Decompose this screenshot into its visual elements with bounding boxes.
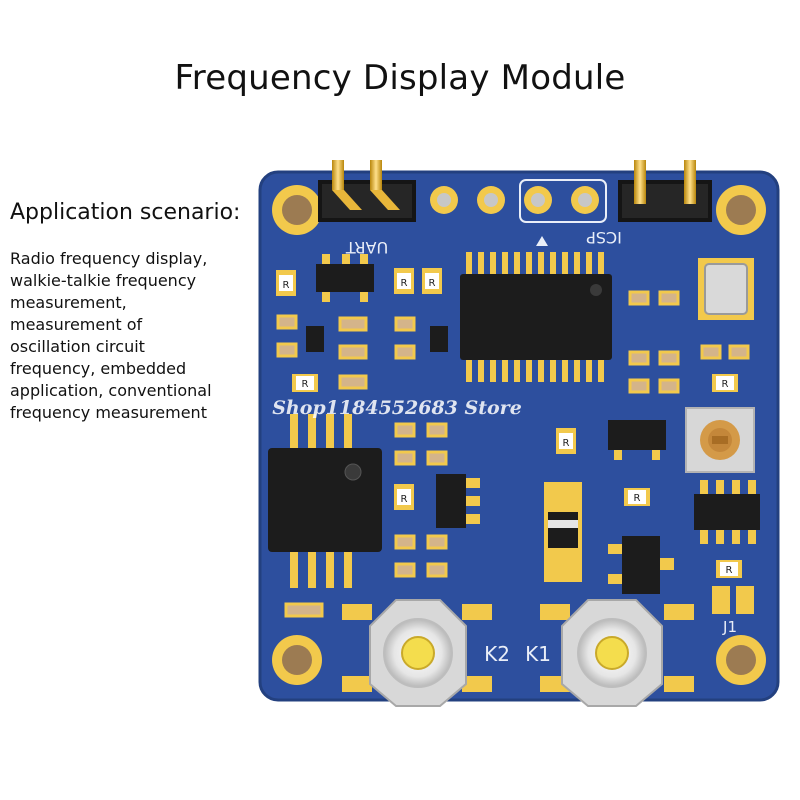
left-ic bbox=[268, 414, 382, 588]
scenario-line: oscillation circuit bbox=[10, 337, 145, 356]
icsp-label: ICSP bbox=[586, 228, 622, 247]
resistor-label: R bbox=[726, 565, 733, 576]
resistor: R bbox=[394, 484, 414, 510]
regulator bbox=[436, 474, 480, 528]
diode bbox=[544, 482, 582, 582]
resistor: R bbox=[276, 270, 296, 296]
scenario-line: measurement, bbox=[10, 293, 127, 312]
scenario-line: Radio frequency display, bbox=[10, 249, 208, 268]
resistor: R bbox=[394, 268, 414, 294]
sot-chip-right bbox=[608, 420, 666, 460]
resistor-label: R bbox=[401, 278, 408, 289]
scenario-line: walkie-talkie frequency bbox=[10, 271, 197, 290]
resistor: R bbox=[624, 488, 650, 506]
resistor: R bbox=[292, 374, 318, 392]
capacitors bbox=[276, 290, 750, 618]
potentiometer[interactable] bbox=[685, 407, 755, 473]
sot23-transistor bbox=[306, 326, 448, 352]
resistor: R bbox=[556, 428, 576, 454]
pin1-marker bbox=[536, 236, 548, 246]
sot-chip bbox=[316, 254, 374, 302]
uart-header bbox=[318, 160, 416, 222]
mounting-hole bbox=[272, 635, 322, 685]
k1-label: K1 bbox=[525, 642, 551, 666]
button-pads bbox=[342, 604, 694, 692]
resistor-label: R bbox=[401, 494, 408, 505]
resistor-label: R bbox=[302, 379, 309, 390]
icsp-header bbox=[618, 160, 712, 222]
mounting-hole bbox=[716, 635, 766, 685]
resistor: R bbox=[712, 374, 738, 392]
scenario-description: Radio frequency display, walkie-talkie f… bbox=[10, 248, 255, 424]
resistor-label: R bbox=[563, 438, 570, 449]
through-hole-pads bbox=[430, 179, 607, 223]
resistor-label: R bbox=[722, 379, 729, 390]
mounting-hole bbox=[716, 185, 766, 235]
scenario-line: frequency, embedded bbox=[10, 359, 187, 378]
button-k2[interactable] bbox=[369, 599, 467, 707]
resistor: R bbox=[716, 560, 742, 578]
mounting-hole bbox=[272, 185, 322, 235]
button-k1[interactable] bbox=[561, 599, 663, 707]
uart-label: UART bbox=[346, 238, 389, 257]
main-ic bbox=[460, 252, 612, 382]
resistor-label: R bbox=[283, 280, 290, 291]
sot-chip-lower bbox=[608, 536, 674, 594]
resistor-label: R bbox=[429, 278, 436, 289]
scenario-line: application, conventional bbox=[10, 381, 212, 400]
j1-label: J1 bbox=[722, 618, 737, 636]
resistor: R bbox=[422, 268, 442, 294]
scenario-line: measurement of bbox=[10, 315, 143, 334]
store-watermark: Shop1184552683 Store bbox=[272, 397, 522, 419]
resistor-label: R bbox=[634, 493, 641, 504]
page-title: Frequency Display Module bbox=[174, 58, 626, 98]
j1-pads bbox=[712, 586, 754, 614]
scenario-line: frequency measurement bbox=[10, 403, 207, 422]
k2-label: K2 bbox=[484, 642, 510, 666]
soic-right bbox=[694, 480, 760, 544]
crystal-oscillator bbox=[698, 258, 754, 320]
scenario-heading: Application scenario: bbox=[10, 200, 241, 225]
